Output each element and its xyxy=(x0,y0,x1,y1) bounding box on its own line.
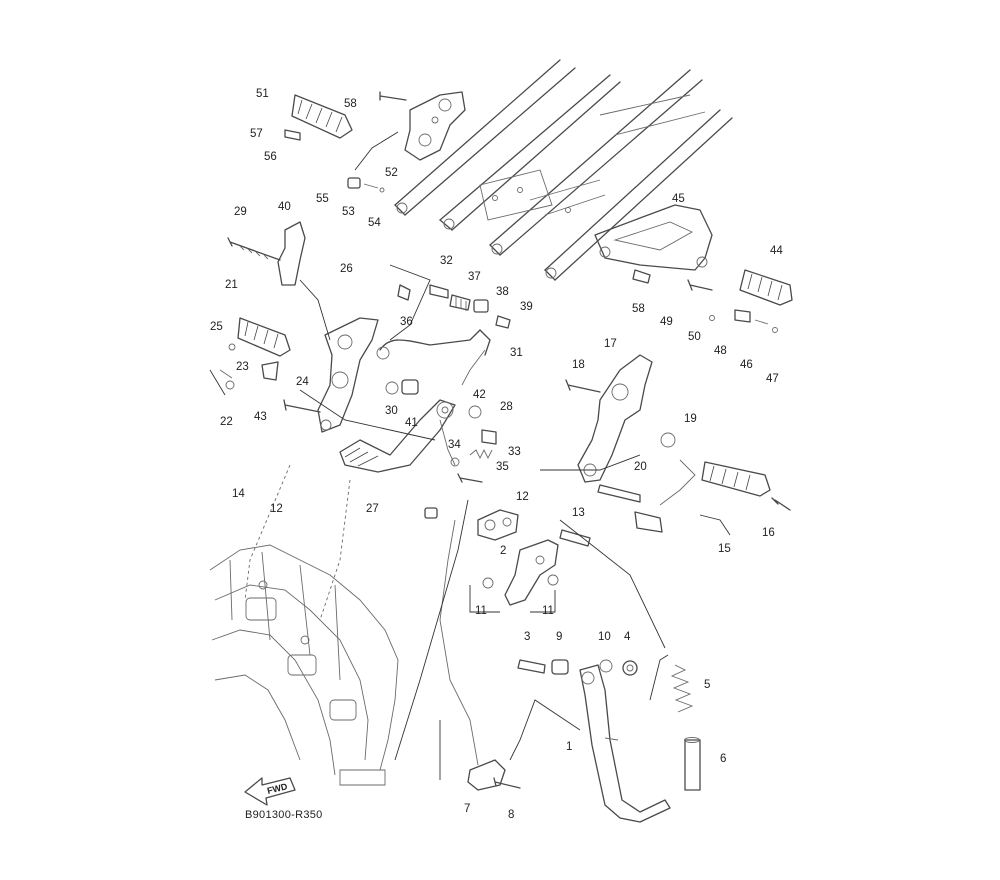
callout-17: 17 xyxy=(604,338,617,350)
callout-35: 35 xyxy=(496,461,509,473)
callout-labels: 51 58 57 56 52 55 53 54 29 40 26 32 37 3… xyxy=(210,88,783,821)
callout-56: 56 xyxy=(264,151,277,163)
callout-3: 3 xyxy=(524,631,530,643)
callout-37: 37 xyxy=(468,271,481,283)
callout-23: 23 xyxy=(236,361,249,373)
callout-32: 32 xyxy=(440,255,453,267)
callout-31: 31 xyxy=(510,347,523,359)
rear-footrest-left-assembly xyxy=(284,91,466,193)
callout-54: 54 xyxy=(368,217,381,229)
callout-18: 18 xyxy=(572,359,585,371)
callout-28: 28 xyxy=(500,401,513,413)
callout-53: 53 xyxy=(342,206,355,218)
frame-rails xyxy=(394,59,733,281)
rider-footrest-right-assembly xyxy=(540,354,791,536)
callout-1: 1 xyxy=(566,741,572,753)
callout-42: 42 xyxy=(473,389,486,401)
frame-casting xyxy=(209,544,399,786)
callout-58: 58 xyxy=(344,98,357,110)
callout-2: 2 xyxy=(500,545,506,557)
diagram-code: B901300-R350 xyxy=(245,809,323,821)
callout-57: 57 xyxy=(250,128,263,140)
callout-39: 39 xyxy=(520,301,533,313)
callout-40: 40 xyxy=(278,201,291,213)
callout-7: 7 xyxy=(464,803,470,815)
rider-footrest-left-assembly xyxy=(209,221,379,433)
callout-51: 51 xyxy=(256,88,269,100)
callout-12: 12 xyxy=(270,503,283,515)
callout-45: 45 xyxy=(672,193,685,205)
callout-33: 33 xyxy=(508,446,521,458)
callout-49: 49 xyxy=(660,316,673,328)
brake-pedal-assembly xyxy=(299,264,511,483)
callout-10: 10 xyxy=(598,631,611,643)
callout-6: 6 xyxy=(720,753,726,765)
callout-26: 26 xyxy=(340,263,353,275)
rear-footrest-right-assembly xyxy=(594,204,793,333)
callout-25: 25 xyxy=(210,321,223,333)
callout-11-left: 11 xyxy=(475,605,487,617)
callout-13: 13 xyxy=(572,507,585,519)
callout-34: 34 xyxy=(448,439,461,451)
fwd-label: FWD xyxy=(266,781,289,796)
callout-46: 46 xyxy=(740,359,753,371)
callout-11-right: 11 xyxy=(542,605,554,617)
callout-58-right: 58 xyxy=(632,303,645,315)
callout-36: 36 xyxy=(400,316,413,328)
callout-4: 4 xyxy=(624,631,631,643)
sidestand-assembly xyxy=(394,499,701,823)
callout-47: 47 xyxy=(766,373,779,385)
callout-27: 27 xyxy=(366,503,379,515)
callout-52: 52 xyxy=(385,167,398,179)
callout-43: 43 xyxy=(254,411,267,423)
callout-29: 29 xyxy=(234,206,247,218)
callout-5: 5 xyxy=(704,679,710,691)
callout-48: 48 xyxy=(714,345,727,357)
assembly-guide-lines xyxy=(244,464,351,621)
callout-9: 9 xyxy=(556,631,562,643)
callout-22: 22 xyxy=(220,416,233,428)
callout-20: 20 xyxy=(634,461,647,473)
callout-44: 44 xyxy=(770,245,783,257)
callout-21: 21 xyxy=(225,279,238,291)
callout-24: 24 xyxy=(296,376,309,388)
callout-15: 15 xyxy=(718,543,731,555)
callout-16: 16 xyxy=(762,527,775,539)
callout-19: 19 xyxy=(684,413,697,425)
callout-55: 55 xyxy=(316,193,329,205)
callout-14: 14 xyxy=(232,488,245,500)
callout-12-sidestand: 12 xyxy=(516,491,529,503)
fwd-arrow-icon: FWD xyxy=(244,777,296,806)
callout-38: 38 xyxy=(496,286,509,298)
callout-41: 41 xyxy=(405,417,418,429)
callout-8: 8 xyxy=(508,809,514,821)
callout-30: 30 xyxy=(385,405,398,417)
callout-50: 50 xyxy=(688,331,701,343)
